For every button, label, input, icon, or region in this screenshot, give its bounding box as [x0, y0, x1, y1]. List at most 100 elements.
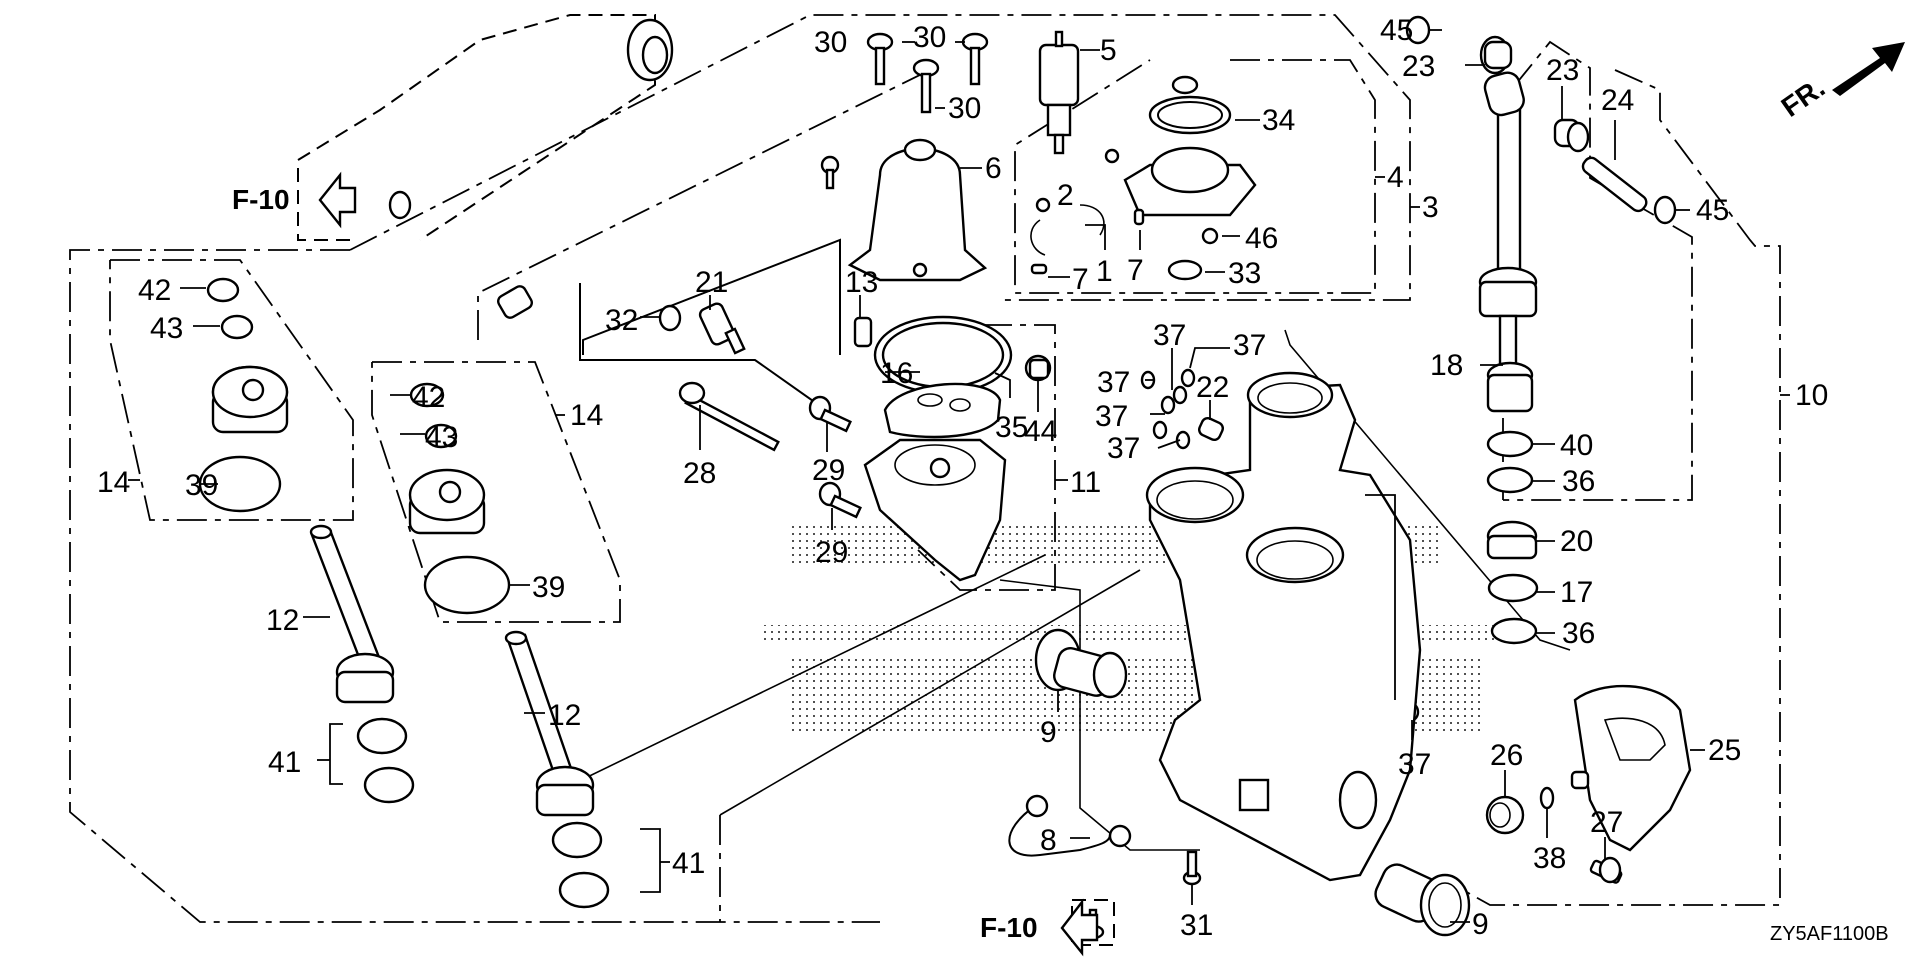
callout-31: 31	[1180, 909, 1213, 942]
bolt-30a	[866, 32, 894, 86]
callout-11: 11	[1070, 466, 1101, 499]
plug-44	[1024, 354, 1052, 382]
callout-32: 32	[605, 304, 638, 337]
group-boundaries	[69, 14, 1781, 923]
callout-10: 10	[1795, 379, 1828, 412]
callout-23: 23	[1402, 50, 1435, 83]
motor-housing	[847, 138, 988, 282]
bushing-23b	[1553, 118, 1590, 153]
front-direction-indicator: FR.	[1776, 42, 1905, 123]
callout-37: 37	[1097, 366, 1130, 399]
callout-12: 12	[548, 699, 581, 732]
callout-17: 17	[1560, 576, 1593, 609]
ref-f10-bottom[interactable]: F-10	[980, 898, 1099, 957]
cylinder-case	[1145, 371, 1422, 882]
filter-16	[883, 382, 1002, 439]
parts	[198, 15, 1692, 946]
callout-41: 41	[268, 746, 301, 779]
bolt-30c	[912, 58, 940, 114]
rings-41a	[356, 717, 415, 804]
callout-25: 25	[1708, 734, 1741, 767]
callout-45: 45	[1380, 14, 1413, 47]
callout-36: 36	[1562, 465, 1595, 498]
tilt-rod-18	[1478, 71, 1538, 494]
valve-21	[698, 302, 746, 355]
callout-14: 14	[570, 399, 603, 432]
callout-30: 30	[814, 26, 847, 59]
callout-30: 30	[948, 92, 981, 125]
callout-46: 46	[1245, 222, 1278, 255]
callout-33: 33	[1228, 257, 1261, 290]
bushing-9b	[1374, 863, 1471, 937]
callout-43: 43	[425, 421, 458, 454]
piston-rod-12a	[309, 524, 395, 704]
bolt-29a	[808, 395, 852, 433]
arrow-up-right-icon	[1832, 42, 1905, 96]
callout-8: 8	[1040, 824, 1057, 857]
callout-35: 35	[995, 411, 1028, 444]
callout-37: 37	[1107, 432, 1140, 465]
callout-41: 41	[672, 847, 705, 880]
callout-14: 14	[97, 466, 130, 499]
callout-12: 12	[266, 604, 299, 637]
cylinder-cap-14a	[198, 277, 289, 513]
bushing-23a	[1479, 35, 1513, 75]
arrow-left-icon	[318, 171, 357, 229]
callout-6: 6	[985, 152, 1002, 185]
brush-springs	[1030, 148, 1145, 275]
rings-41b	[551, 821, 610, 909]
callout-34: 34	[1262, 104, 1295, 137]
callout-7: 7	[1127, 254, 1144, 287]
callout-36: 36	[1562, 617, 1595, 650]
callout-42: 42	[412, 381, 445, 414]
cylinder-cap-14b	[408, 382, 511, 615]
callout-1: 1	[1096, 255, 1113, 288]
pin-24	[1581, 156, 1648, 213]
armature	[1038, 30, 1080, 155]
ref-f10-label: F-10	[980, 912, 1038, 943]
callout-labels: 42 43 14 39 42 43 14 39 12 12 41 41 32 2…	[97, 14, 1828, 942]
callout-37: 37	[1153, 319, 1186, 352]
plug-22	[1198, 416, 1224, 442]
callout-39: 39	[532, 571, 565, 604]
washer-45a	[1405, 15, 1431, 45]
callout-27: 27	[1590, 806, 1623, 839]
washer-38	[1539, 786, 1555, 810]
callout-42: 42	[138, 274, 171, 307]
callout-30: 30	[913, 21, 946, 54]
brush-holder	[1123, 75, 1257, 281]
ref-f10-label: F-10	[232, 184, 290, 215]
screw	[820, 155, 840, 190]
callout-29: 29	[812, 454, 845, 487]
callout-37: 37	[1398, 748, 1431, 781]
bushing-9a	[1034, 628, 1128, 699]
callout-3: 3	[1422, 191, 1439, 224]
ref-f10-top[interactable]: F-10	[232, 171, 357, 229]
callout-43: 43	[150, 312, 183, 345]
callout-23: 23	[1546, 54, 1579, 87]
bolt-29b	[818, 481, 862, 519]
bolt-30b	[961, 32, 989, 86]
callout-13: 13	[845, 266, 878, 299]
callout-21: 21	[695, 266, 728, 299]
knob-26	[1485, 795, 1525, 835]
spiral-hose	[388, 90, 585, 220]
callout-24: 24	[1601, 84, 1634, 117]
ring-32	[658, 304, 682, 332]
callout-22: 22	[1196, 371, 1229, 404]
drawing-code: ZY5AF1100B	[1770, 923, 1889, 945]
callout-29: 29	[815, 536, 848, 569]
callout-38: 38	[1533, 842, 1566, 875]
bolt-28	[678, 381, 780, 452]
callout-37: 37	[1095, 400, 1128, 433]
cover-25	[1570, 684, 1692, 852]
motor-cable	[497, 107, 907, 319]
grommet	[626, 18, 674, 82]
front-label: FR.	[1776, 72, 1831, 123]
callout-4: 4	[1387, 161, 1404, 194]
piston-rod-12b	[504, 630, 595, 817]
callout-40: 40	[1560, 429, 1593, 462]
callout-20: 20	[1560, 525, 1593, 558]
arrow-left-icon	[1060, 898, 1099, 957]
